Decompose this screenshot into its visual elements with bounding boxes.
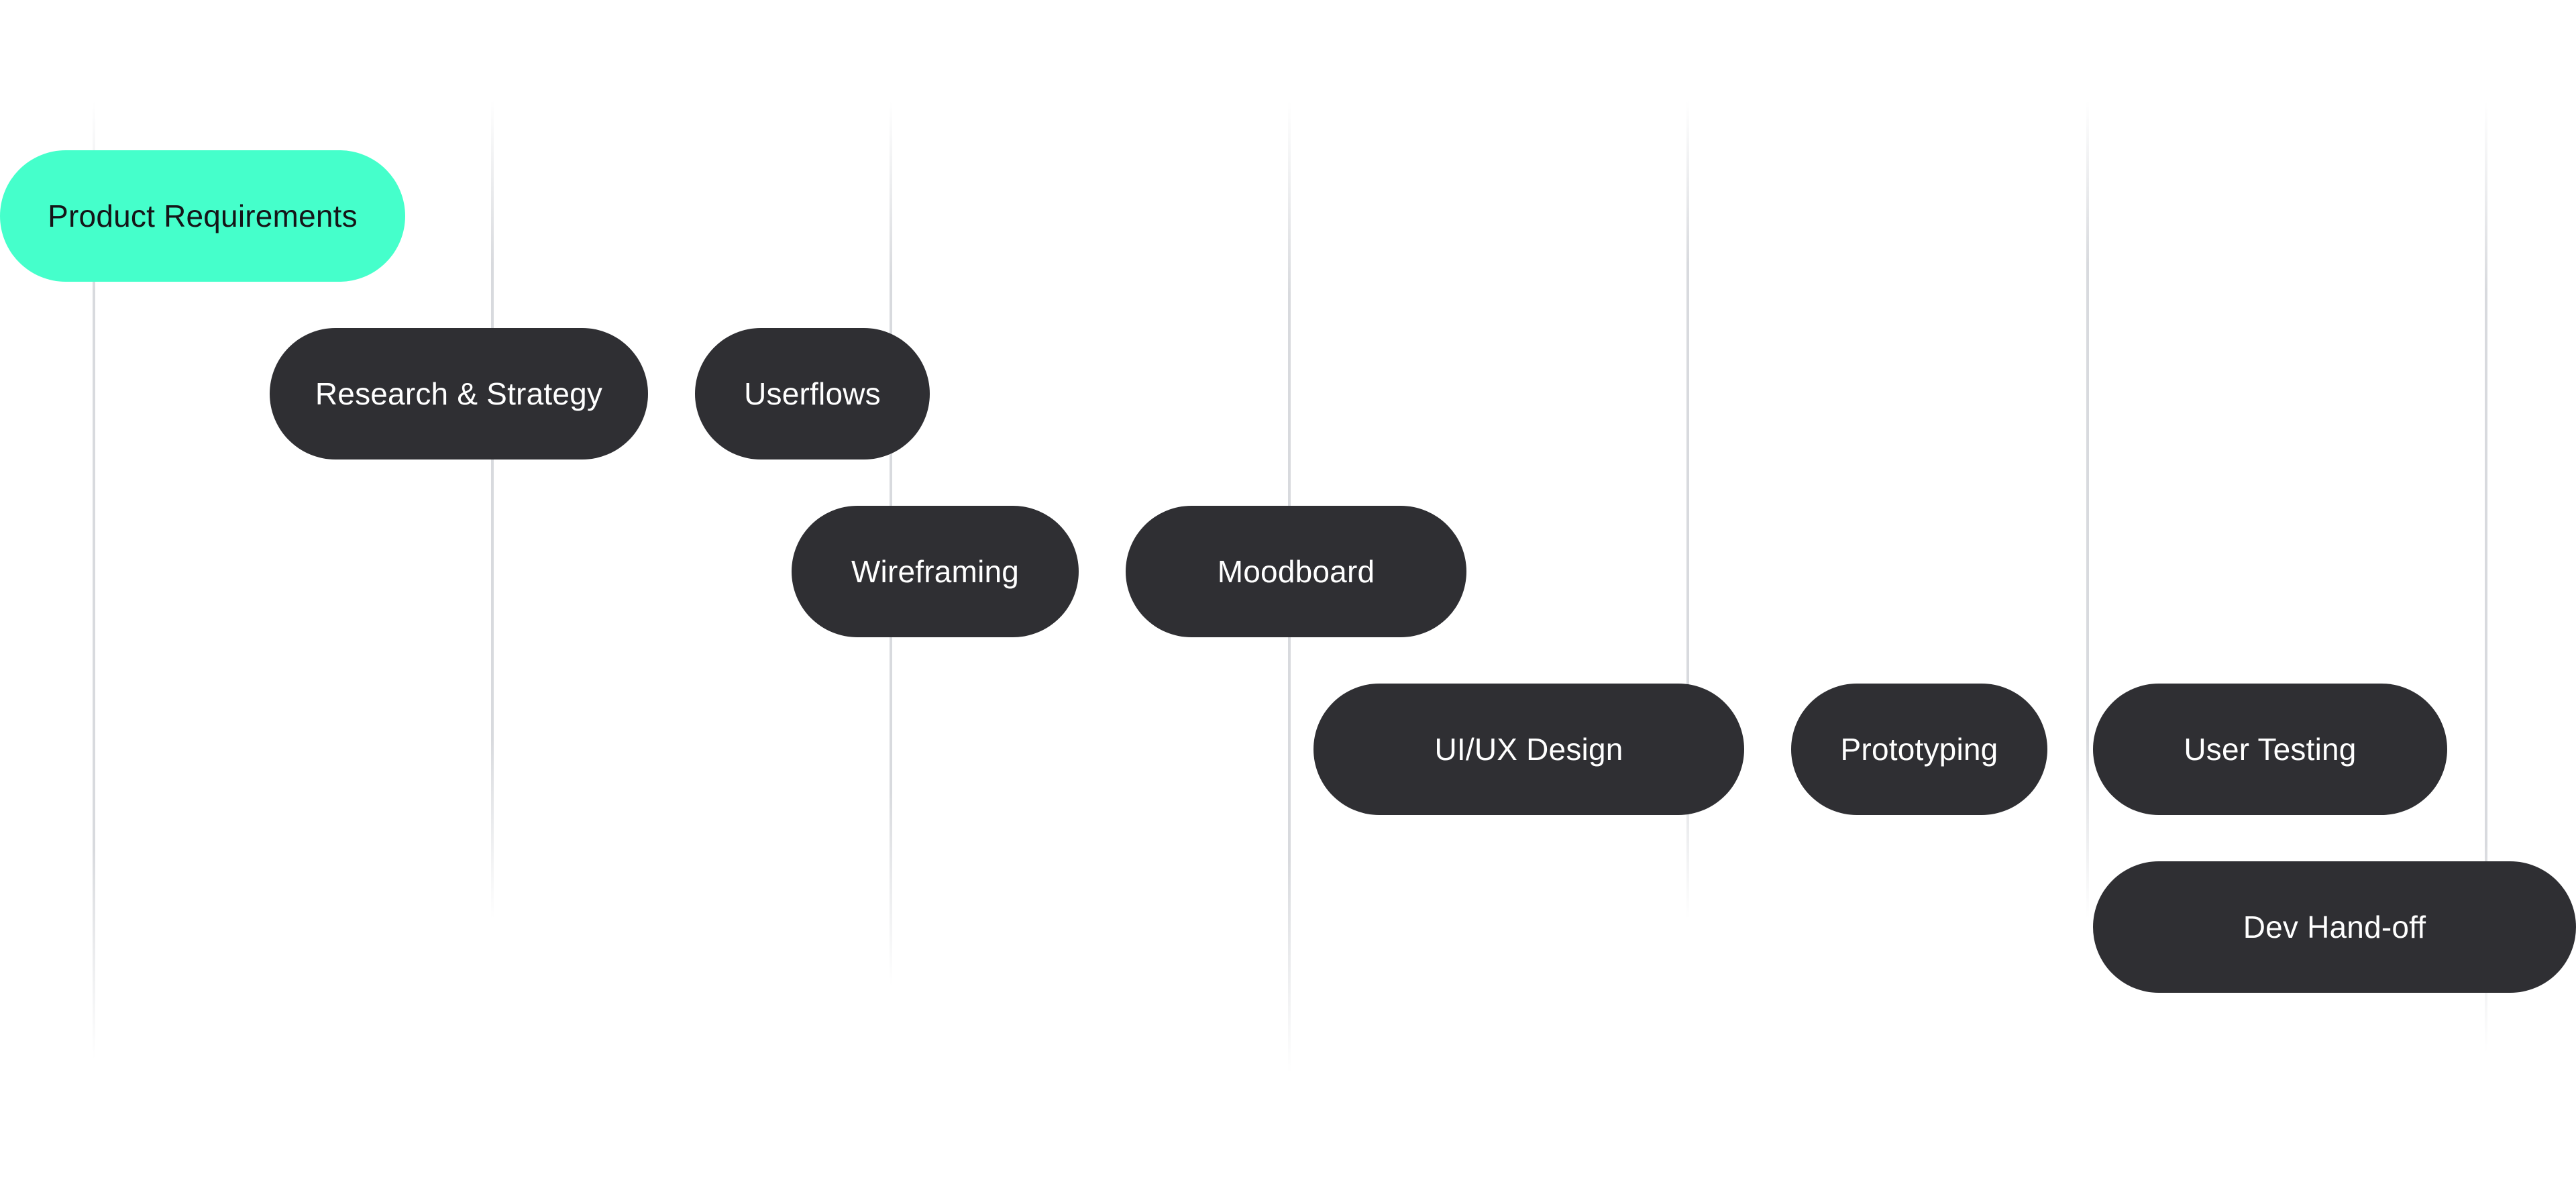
task-userflows[interactable]: Userflows: [695, 328, 930, 459]
task-ui-ux-design[interactable]: UI/UX Design: [1313, 684, 1744, 815]
timeline-gridline: [93, 101, 95, 1060]
timeline-gridline: [1686, 101, 1689, 919]
task-user-testing[interactable]: User Testing: [2093, 684, 2447, 815]
task-product-requirements[interactable]: Product Requirements: [0, 150, 405, 282]
task-prototyping[interactable]: Prototyping: [1791, 684, 2047, 815]
timeline-gridline: [2485, 101, 2487, 1053]
task-research-strategy[interactable]: Research & Strategy: [270, 328, 648, 459]
timeline-gridline: [2086, 101, 2089, 919]
timeline-gridline: [491, 101, 494, 919]
task-wireframing[interactable]: Wireframing: [792, 506, 1079, 637]
task-moodboard[interactable]: Moodboard: [1126, 506, 1466, 637]
task-dev-hand-off[interactable]: Dev Hand-off: [2093, 861, 2576, 993]
